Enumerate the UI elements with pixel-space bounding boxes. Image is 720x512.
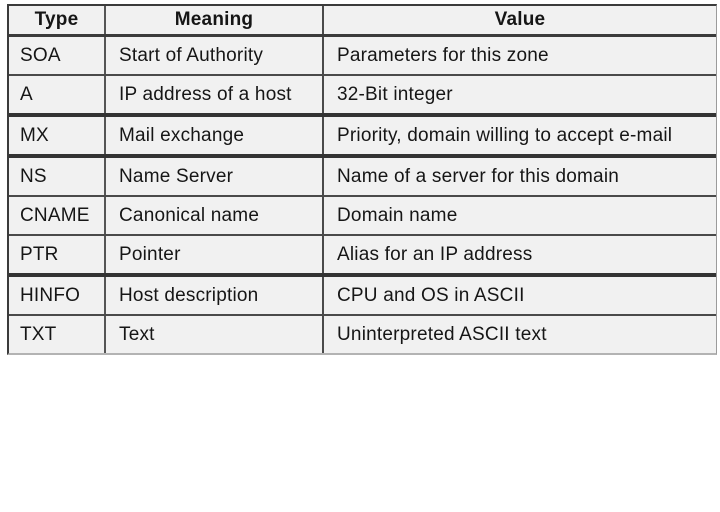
cell-type: SOA (9, 37, 106, 74)
column-header-type: Type (9, 6, 106, 34)
cell-type: PTR (9, 236, 106, 273)
cell-meaning: Name Server (106, 158, 324, 195)
cell-value: Uninterpreted ASCII text (337, 323, 547, 345)
column-header-meaning: Meaning (106, 6, 324, 34)
cell-value: Parameters for this zone (337, 44, 549, 66)
table-row-a: A IP address of a host 32-Bit integer (9, 76, 716, 117)
cell-value: CPU and OS in ASCII (337, 284, 525, 306)
table-row-mx: MX Mail exchange Priority, domain willin… (9, 117, 716, 158)
cell-meaning: Text (106, 316, 324, 353)
cell-meaning: IP address of a host (106, 76, 324, 113)
table-row-cname: CNAME Canonical name Domain name (9, 197, 716, 236)
table-header-row: Type Meaning Value (9, 6, 716, 37)
cell-meaning: Host description (106, 277, 324, 314)
cell-type: TXT (9, 316, 106, 353)
cell-value: Alias for an IP address (337, 243, 533, 265)
column-header-value: Value (494, 9, 546, 30)
cell-type: A (9, 76, 106, 113)
cell-meaning: Start of Authority (106, 37, 324, 74)
cell-type: MX (9, 117, 106, 154)
table-row-txt: TXT Text Uninterpreted ASCII text (9, 316, 716, 353)
table-row-soa: SOA Start of Authority Parameters for th… (9, 37, 716, 76)
dns-record-table: Type Meaning Value SOA Start of Authorit… (7, 4, 717, 355)
cell-type: HINFO (9, 277, 106, 314)
cell-value: 32-Bit integer (337, 83, 453, 105)
cell-type: NS (9, 158, 106, 195)
cell-type: CNAME (9, 197, 106, 234)
cell-meaning: Pointer (106, 236, 324, 273)
table-row-ns: NS Name Server Name of a server for this… (9, 158, 716, 197)
cell-value: Domain name (337, 204, 458, 226)
table-row-hinfo: HINFO Host description CPU and OS in ASC… (9, 277, 716, 316)
cell-meaning: Canonical name (106, 197, 324, 234)
cell-value: Priority, domain willing to accept e-mai… (337, 124, 673, 146)
cell-value: Name of a server for this domain (337, 165, 620, 187)
cell-meaning: Mail exchange (106, 117, 324, 154)
table-row-ptr: PTR Pointer Alias for an IP address (9, 236, 716, 277)
